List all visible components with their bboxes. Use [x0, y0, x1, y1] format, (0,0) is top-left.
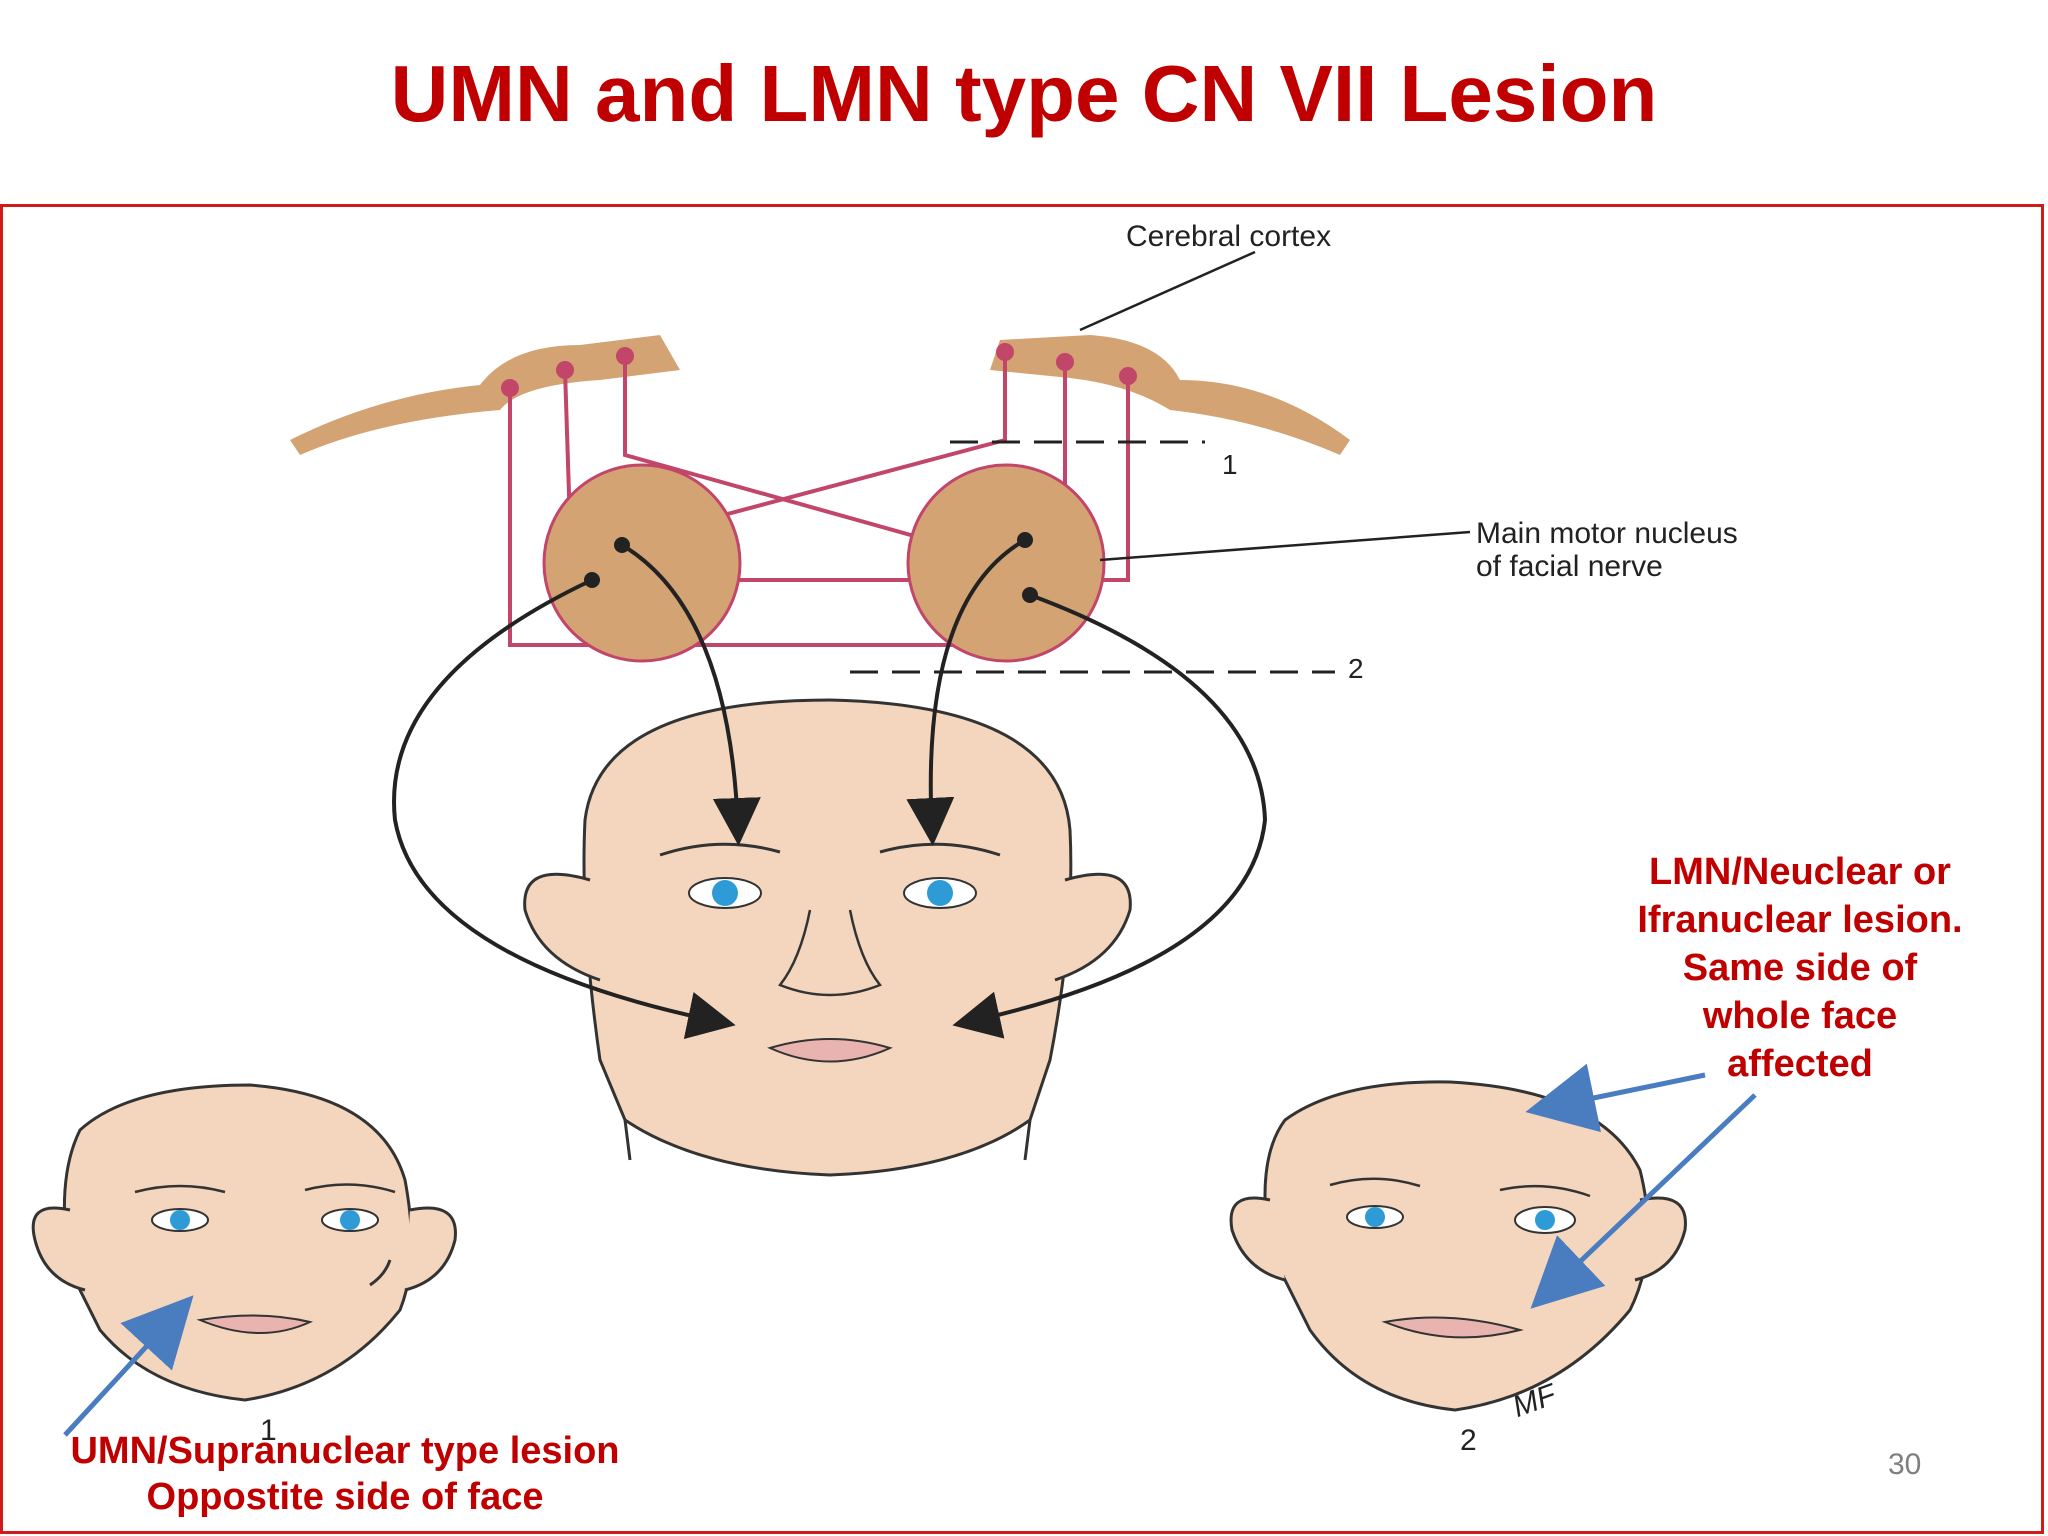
face-label-2: 2 — [1460, 1424, 1477, 1457]
face-label-1: 1 — [260, 1414, 277, 1447]
page-number: 30 — [1888, 1448, 1922, 1481]
slide-title: UMN and LMN type CN VII Lesion — [390, 49, 1658, 138]
lesion-label-1: 1 — [1222, 449, 1238, 480]
nucleus-label-line2: of facial nerve — [1476, 550, 1663, 583]
cortex-right — [990, 335, 1350, 455]
face-umn-lesion — [31, 1083, 457, 1402]
figure-frame — [0, 204, 2044, 1534]
lesion-label-2: 2 — [1348, 653, 1364, 684]
facial-nucleus-right — [906, 463, 1106, 663]
nucleus-label-line1: Main motor nucleus — [1476, 517, 1738, 550]
cortex-label: Cerebral cortex — [1126, 220, 1331, 253]
annotation-arrows — [63, 1063, 1757, 1437]
central-face — [523, 698, 1132, 1177]
facial-nucleus-left — [542, 463, 742, 663]
lmn-pathways — [392, 538, 1268, 1040]
face-lmn-lesion: MF — [1229, 1080, 1687, 1424]
cortex-left — [290, 335, 680, 455]
lmn-lesion-note: LMN/Neuclear or Ifranuclear lesion. Same… — [1637, 851, 1963, 1085]
umn-lesion-note: UMN/Supranuclear type lesion Oppostite s… — [70, 1430, 620, 1518]
